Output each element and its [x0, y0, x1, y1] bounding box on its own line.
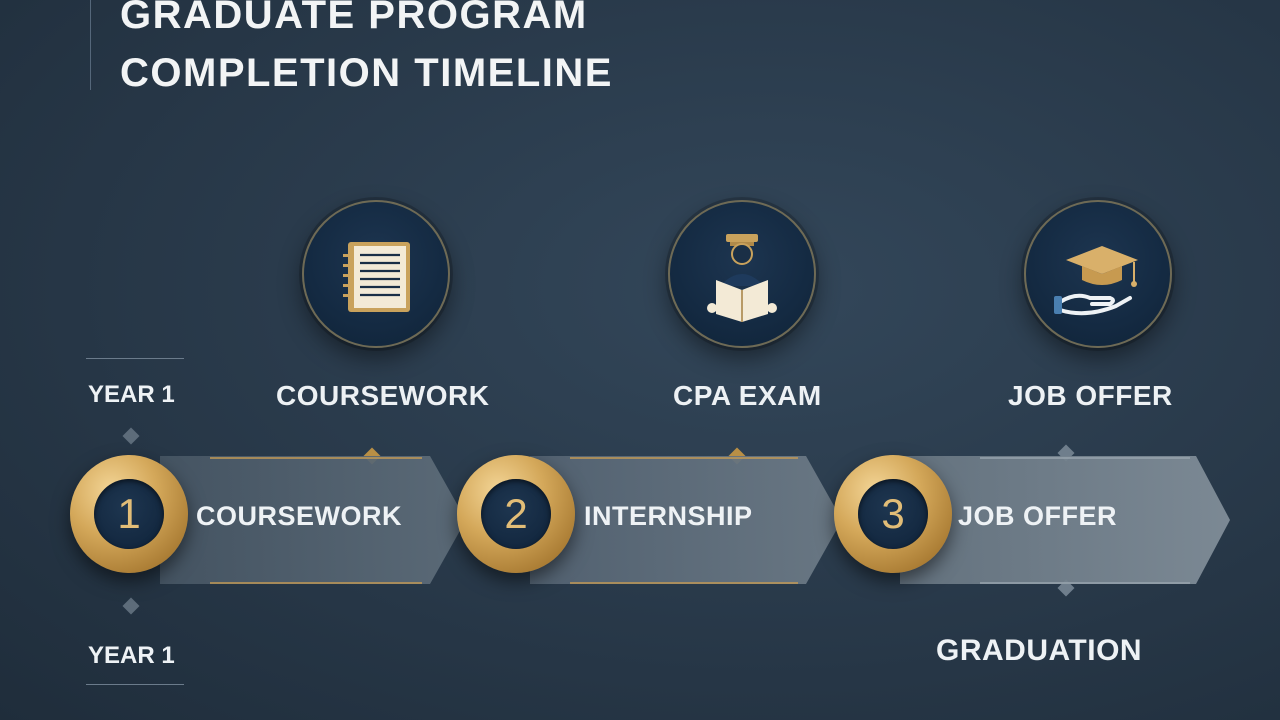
title-accent-rule — [90, 0, 91, 90]
year-label-top: YEAR 1 — [88, 381, 175, 408]
page-title: GRADUATE PROGRAM COMPLETION TIMELINE — [120, 0, 613, 102]
timeline-band-1 — [160, 452, 470, 588]
document-icon — [302, 200, 450, 348]
milestone-label-cpa-exam: CPA EXAM — [673, 380, 822, 411]
timeline-band-2 — [530, 452, 846, 588]
step-2-number: 2 — [481, 479, 551, 549]
year-bottom-marker — [122, 597, 140, 615]
year-bottom-rule — [86, 684, 184, 685]
step-2-coin: 2 — [457, 455, 575, 573]
milestone-label-coursework: COURSEWORK — [276, 380, 490, 411]
graduation-label: GRADUATION — [936, 634, 1143, 667]
timeline-band-3 — [900, 452, 1234, 588]
step-2-label: INTERNSHIP — [584, 501, 753, 531]
year-top-marker — [122, 427, 140, 445]
step-1-label: COURSEWORK — [196, 501, 402, 531]
step-3-label: JOB OFFER — [958, 501, 1118, 531]
title-line-2: COMPLETION TIMELINE — [120, 51, 613, 95]
year-label-bottom: YEAR 1 — [88, 642, 175, 669]
year-top-rule — [86, 358, 184, 359]
student-reading-icon — [668, 200, 816, 348]
step-3-coin: 3 — [834, 455, 952, 573]
step-1-coin: 1 — [70, 455, 188, 573]
graduation-cap-hand-icon — [1024, 200, 1172, 348]
step-1-number: 1 — [94, 479, 164, 549]
milestone-label-job-offer: JOB OFFER — [1008, 380, 1173, 411]
step-3-number: 3 — [858, 479, 928, 549]
title-line-1: GRADUATE PROGRAM — [120, 0, 588, 37]
